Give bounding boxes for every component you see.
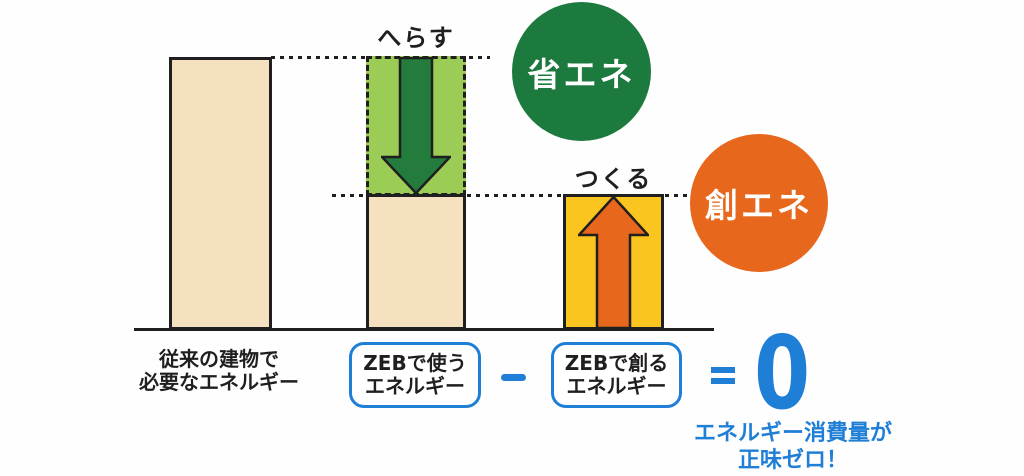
equals-sign [711,367,735,384]
reduce-annotation: へらす [377,24,455,52]
zeb-created-energy-box: ZEBで創る エネルギー [551,342,682,408]
conventional-energy-label-line1: 従来の建物で [159,347,279,371]
minus-sign [501,374,526,381]
create-arrow-icon [578,196,649,329]
energy-creation-badge: 創エネ [690,134,828,272]
reduce-arrow-icon [381,57,451,195]
zeb-created-energy-line2: エネルギー [566,374,667,398]
zeb-used-energy-box: ZEBで使う エネルギー [349,342,481,408]
conventional-energy-label-line2: 必要なエネルギー [139,370,299,394]
result-caption-line1: エネルギー消費量が [693,421,892,446]
zeb-used-energy-line2: エネルギー [365,374,465,398]
result-caption-line2: 正味ゼロ！ [737,448,848,473]
bar-zeb-used-energy [366,194,466,330]
reference-dotted-line-middle [332,194,688,197]
bar-conventional-energy [169,57,272,330]
zero-result: 0 [754,314,811,432]
conventional-energy-label: 従来の建物で 必要なエネルギー [131,348,307,394]
result-caption: エネルギー消費量が 正味ゼロ！ [668,420,918,474]
energy-saving-badge: 省エネ [512,2,651,141]
create-annotation: つくる [574,165,653,193]
zeb-created-energy-line1: ZEBで創る [564,351,669,375]
zeb-used-energy-line1: ZEBで使う [363,351,467,375]
